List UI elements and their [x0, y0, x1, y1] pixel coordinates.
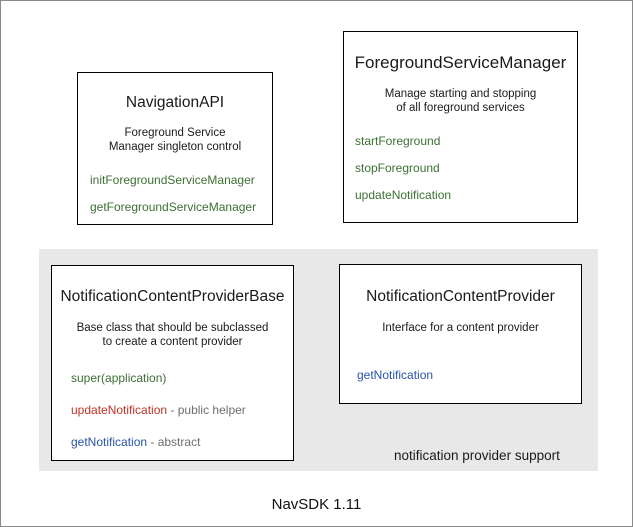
- class-member[interactable]: startForeground: [355, 134, 577, 148]
- class-member-name: initForegroundServiceManager: [90, 173, 255, 187]
- class-description-foreground-service-manager: Manage starting and stopping of all fore…: [344, 87, 577, 115]
- class-description-line: Foreground Service: [124, 127, 226, 139]
- diagram-footer-title: NavSDK 1.11: [271, 496, 362, 513]
- class-member-name: getForegroundServiceManager: [90, 200, 257, 214]
- class-member[interactable]: stopForeground: [355, 161, 577, 175]
- class-member-name: stopForeground: [355, 161, 440, 175]
- class-box-notification-content-provider-base[interactable]: NotificationContentProviderBase Base cla…: [51, 265, 294, 461]
- class-members-notification-content-provider: getNotification: [340, 368, 581, 382]
- class-description-line: Manager singleton control: [108, 141, 242, 153]
- class-member-name: getNotification: [357, 368, 434, 382]
- class-member[interactable]: updateNotification - public helper: [71, 403, 293, 417]
- class-description-line: Manage starting and stopping: [384, 88, 537, 100]
- class-title-notification-content-provider: NotificationContentProvider: [366, 288, 555, 305]
- class-members-navigation-api: initForegroundServiceManager getForegrou…: [78, 173, 272, 214]
- class-title-foreground-service-manager: ForegroundServiceManager: [354, 53, 567, 72]
- class-member-note: - public helper: [167, 403, 246, 417]
- class-members-foreground-service-manager: startForeground stopForeground updateNot…: [344, 134, 577, 202]
- class-description-notification-content-provider-base: Base class that should be subclassed to …: [52, 321, 293, 349]
- class-member-name: startForeground: [355, 134, 441, 148]
- class-member-name: updateNotification: [71, 403, 168, 417]
- class-description-navigation-api: Foreground Service Manager singleton con…: [78, 126, 272, 154]
- class-title-notification-content-provider-base: NotificationContentProviderBase: [60, 288, 285, 305]
- group-panel-label: notification provider support: [394, 448, 560, 463]
- class-member[interactable]: getNotification: [357, 368, 581, 382]
- class-box-notification-content-provider[interactable]: NotificationContentProvider Interface fo…: [339, 264, 582, 404]
- class-member[interactable]: super(application): [71, 371, 293, 385]
- class-title-navigation-api: NavigationAPI: [125, 94, 225, 111]
- class-description-line: Base class that should be subclassed: [76, 322, 269, 334]
- class-description-notification-content-provider: Interface for a content provider: [340, 321, 581, 335]
- class-member[interactable]: initForegroundServiceManager: [90, 173, 272, 187]
- class-member[interactable]: updateNotification: [355, 188, 577, 202]
- class-members-notification-content-provider-base: super(application) updateNotification - …: [52, 371, 293, 449]
- class-box-foreground-service-manager[interactable]: ForegroundServiceManager Manage starting…: [343, 31, 578, 223]
- class-member-name: updateNotification: [355, 188, 452, 202]
- class-description-line: to create a content provider: [102, 336, 243, 348]
- class-member-note: - abstract: [147, 435, 201, 449]
- class-member[interactable]: getNotification - abstract: [71, 435, 293, 449]
- class-description-line: Interface for a content provider: [382, 322, 539, 334]
- class-box-navigation-api[interactable]: NavigationAPI Foreground Service Manager…: [77, 72, 273, 225]
- class-member-name: super(application): [71, 371, 167, 385]
- class-member[interactable]: getForegroundServiceManager: [90, 200, 272, 214]
- class-description-line: of all foreground services: [396, 102, 525, 114]
- class-member-name: getNotification: [71, 435, 148, 449]
